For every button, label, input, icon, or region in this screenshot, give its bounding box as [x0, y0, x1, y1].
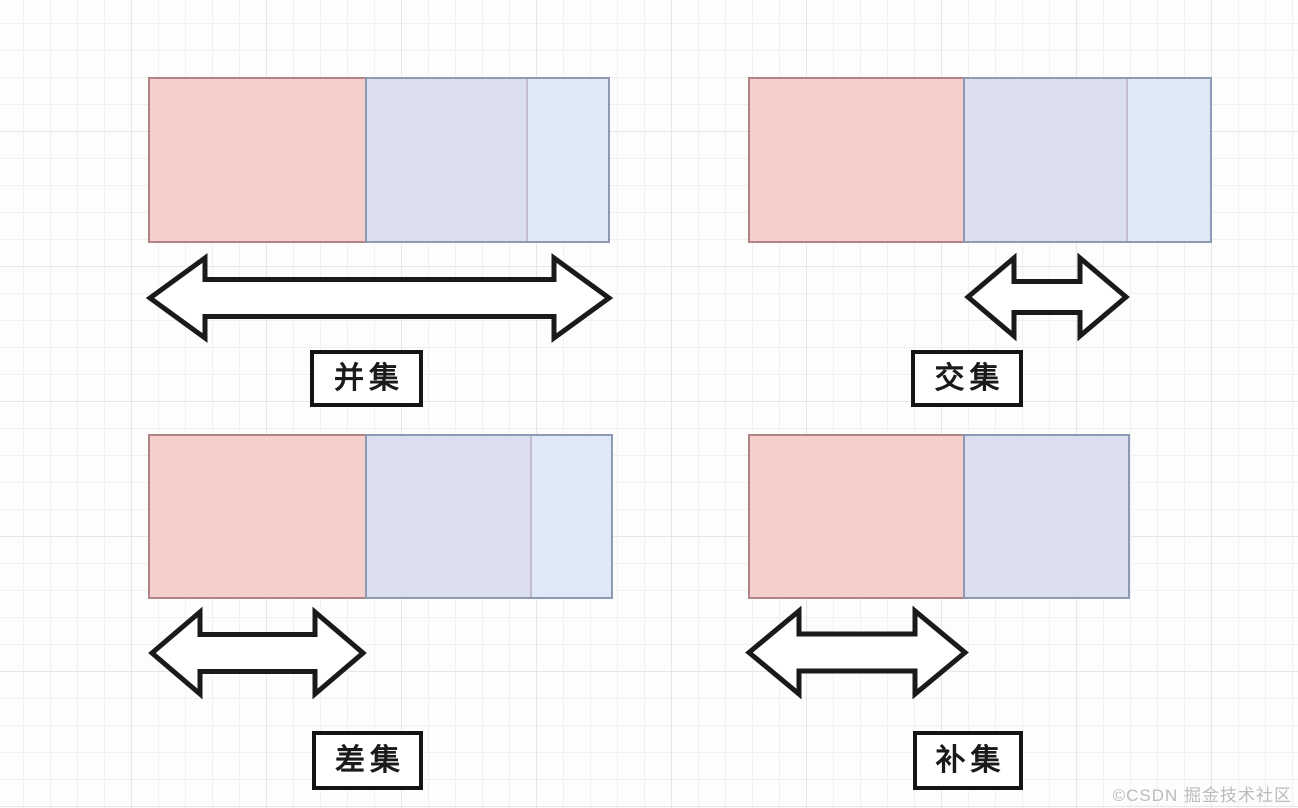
set-b-rect-difference	[365, 434, 613, 599]
set-bars-union	[148, 77, 610, 243]
label-text-intersection: 交集	[934, 361, 1005, 395]
range-arrow-complement	[745, 605, 969, 699]
set-bars-intersection	[748, 77, 1212, 243]
overlap-region-complement	[963, 434, 1130, 599]
range-arrow-shape-intersection	[964, 252, 1130, 342]
set-b-rect-intersection	[963, 77, 1212, 243]
range-arrow-shape-complement	[745, 605, 969, 699]
set-b-rect-complement	[963, 434, 1130, 599]
set-b-only-region-union	[528, 77, 610, 243]
range-arrow-intersection	[964, 252, 1130, 342]
label-text-union: 并集	[334, 361, 404, 395]
range-arrow-shape-difference	[148, 606, 367, 700]
label-box-difference: 差集	[312, 731, 423, 790]
set-b-only-region-intersection	[1128, 77, 1212, 243]
label-text-complement: 补集	[935, 743, 1006, 777]
set-b-rect-union	[365, 77, 610, 243]
label-box-intersection: 交集	[911, 350, 1023, 407]
label-box-union: 并集	[310, 350, 423, 407]
set-bars-complement	[748, 434, 1130, 599]
set-b-only-region-difference	[532, 434, 613, 599]
label-text-difference: 差集	[335, 743, 405, 777]
label-box-complement: 补集	[913, 731, 1023, 790]
overlap-region-difference	[365, 434, 532, 599]
range-arrow-shape-union	[145, 253, 614, 343]
range-arrow-difference	[148, 606, 367, 700]
overlap-region-union	[365, 77, 528, 243]
overlap-region-intersection	[963, 77, 1128, 243]
range-arrow-union	[145, 253, 614, 343]
set-bars-difference	[148, 434, 613, 599]
watermark: ©CSDN 掘金技术社区	[1112, 786, 1292, 805]
